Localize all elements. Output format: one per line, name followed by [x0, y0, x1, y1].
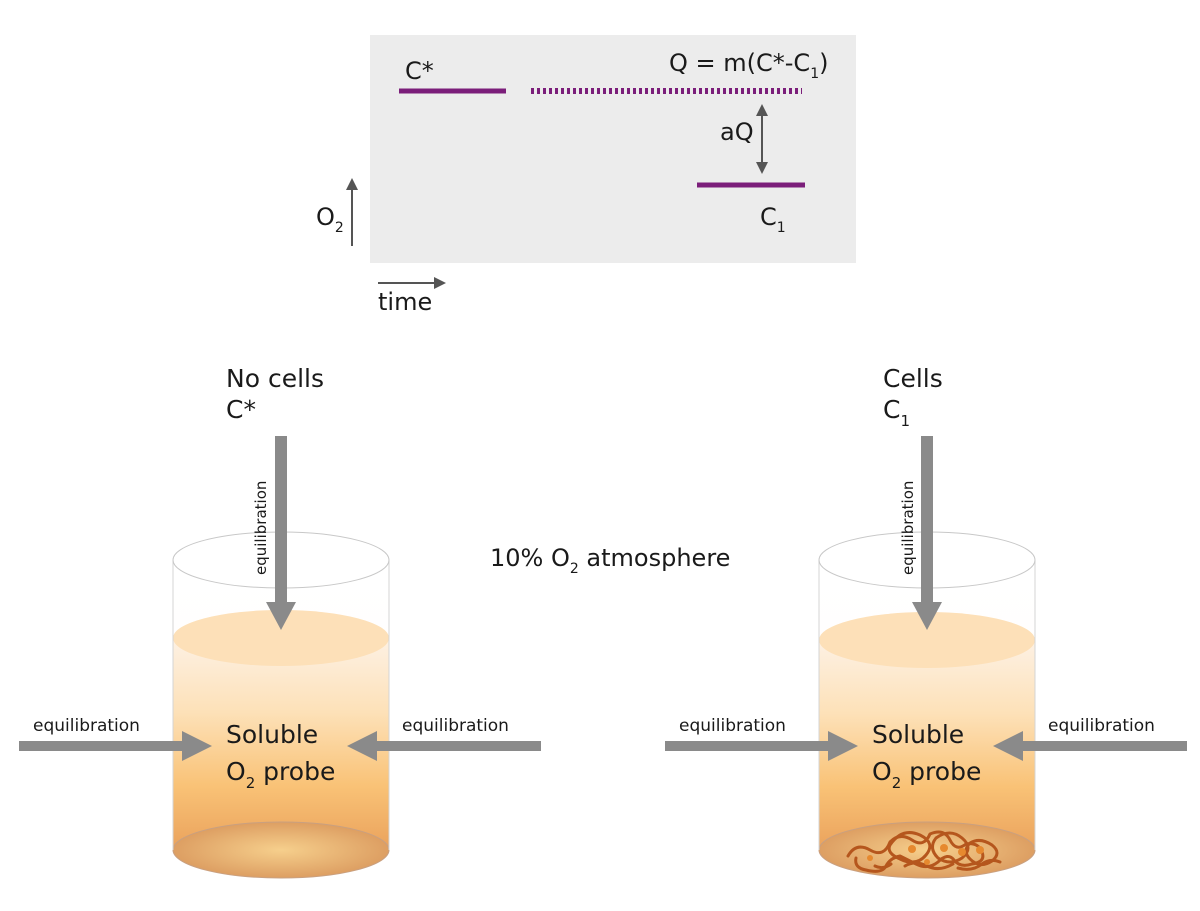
- aq-label: aQ: [720, 118, 754, 146]
- cell-nodes: [867, 844, 984, 865]
- left-top-arrow: [266, 436, 296, 630]
- left-vessel-group: No cells C* equilibration equilibration: [19, 364, 541, 879]
- q-formula-label: Q = m(C*-C1): [669, 49, 828, 82]
- left-title-line1: No cells: [226, 364, 324, 393]
- c1-label: C1: [760, 203, 786, 236]
- concentration-graph: C* Q = m(C*-C1) aQ C1 O2 time: [316, 35, 856, 316]
- right-vessel-left-arrow-label: equilibration: [679, 716, 786, 736]
- right-probe-line1: Soluble: [872, 720, 964, 749]
- right-vessel-group: Cells C1: [665, 364, 1187, 879]
- left-side-arrow: [19, 731, 212, 761]
- right-top-arrow: [912, 436, 942, 630]
- right-probe-line2: O2 probe: [872, 757, 981, 792]
- right-vessel-right-arrow: [993, 731, 1187, 761]
- right-top-arrow-label: equilibration: [899, 481, 917, 575]
- graph-panel: [370, 35, 856, 263]
- left-side-arrow-label: equilibration: [33, 716, 140, 736]
- x-axis-arrow: [378, 277, 446, 289]
- y-axis-arrow: [346, 178, 358, 246]
- c-star-label: C*: [405, 57, 434, 85]
- aq-double-arrow: [756, 104, 768, 174]
- right-title-line1: Cells: [883, 364, 943, 393]
- right-side-arrow: [347, 731, 541, 761]
- right-vessel-left-arrow: [665, 731, 858, 761]
- x-axis-label: time: [378, 288, 432, 316]
- atmosphere-label: 10% O2 atmosphere: [490, 544, 730, 577]
- right-vessel-right-arrow-label: equilibration: [1048, 716, 1155, 736]
- cell-aggregates: [846, 830, 1002, 873]
- right-liquid-surface: [819, 612, 1035, 668]
- left-liquid-surface: [173, 610, 389, 666]
- left-cylinder: [172, 531, 390, 879]
- right-title-line2: C1: [883, 395, 910, 430]
- left-probe-line2: O2 probe: [226, 757, 335, 792]
- left-bottom: [172, 821, 390, 879]
- left-probe-line1: Soluble: [226, 720, 318, 749]
- right-side-arrow-label: equilibration: [402, 716, 509, 736]
- left-title-line2: C*: [226, 395, 256, 424]
- y-axis-label: O2: [316, 203, 344, 236]
- left-top-arrow-label: equilibration: [252, 481, 270, 575]
